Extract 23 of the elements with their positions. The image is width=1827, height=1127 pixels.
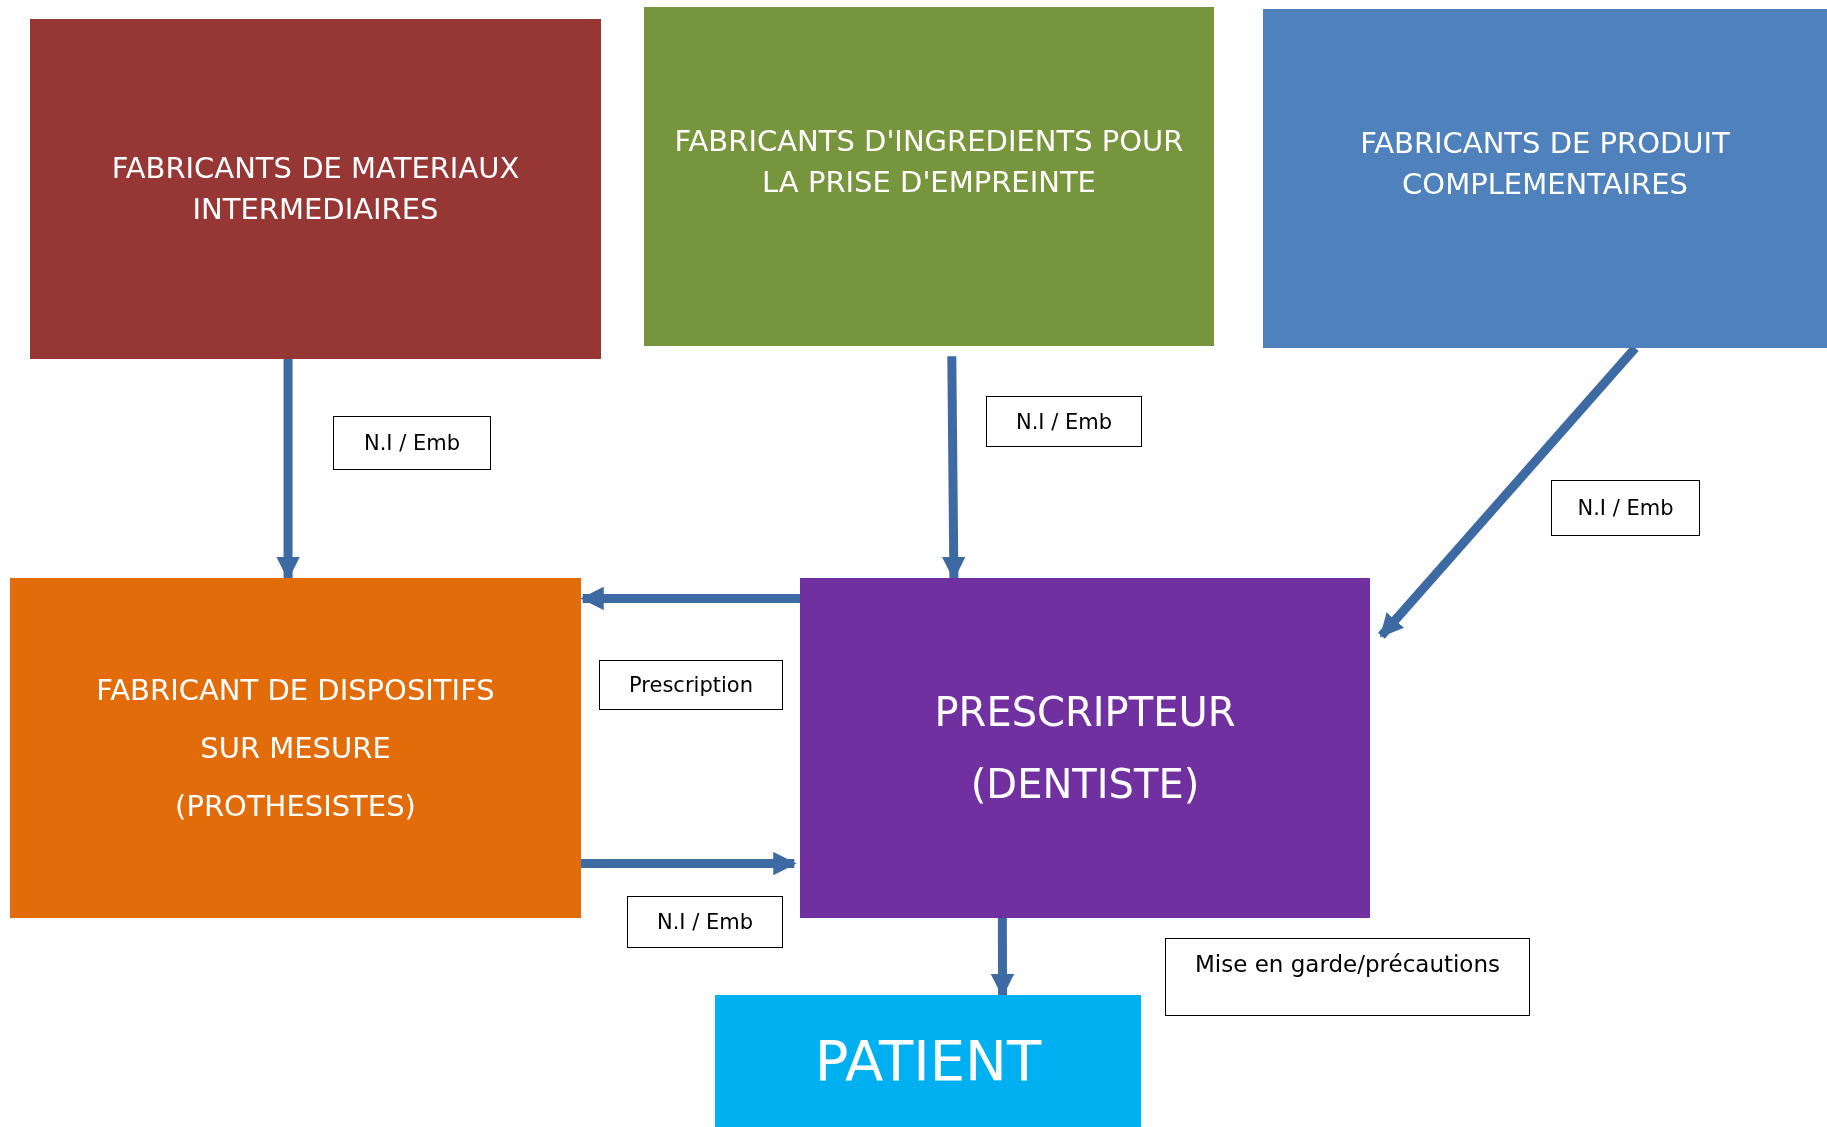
box-label: FABRICANTS DE PRODUIT COMPLEMENTAIRES	[1359, 124, 1731, 203]
box-label: PRESCRIPTEUR (DENTISTE)	[933, 688, 1237, 809]
box-label: FABRICANTS DE MATERIAUX INTERMEDIAIRES	[110, 150, 521, 228]
arrow	[990, 918, 1015, 998]
arrow	[581, 851, 797, 876]
edge-label: Prescription	[599, 660, 783, 710]
box-label: FABRICANTS D'INGREDIENTS POUR LA PRISE D'EMPREINTE	[673, 122, 1185, 201]
process-box	[30, 19, 601, 359]
process-box	[800, 578, 1370, 918]
process-box	[715, 995, 1141, 1127]
edge-label: N.I / Emb	[986, 396, 1142, 447]
box-label: FABRICANT DE DISPOSITIFS SUR MESURE (PROTHESISTES)	[95, 672, 496, 825]
process-box	[644, 7, 1214, 346]
edge-label: N.I / Emb	[333, 416, 491, 470]
edge-label: N.I / Emb	[1551, 480, 1700, 536]
arrow	[276, 359, 300, 581]
arrow	[942, 356, 966, 581]
process-box	[10, 578, 581, 918]
note-label: Mise en garde/précautions	[1165, 938, 1530, 1016]
arrow	[580, 586, 800, 611]
edge-label: N.I / Emb	[627, 896, 783, 948]
process-box	[1263, 9, 1827, 348]
box-label: PATIENT	[814, 1027, 1042, 1095]
